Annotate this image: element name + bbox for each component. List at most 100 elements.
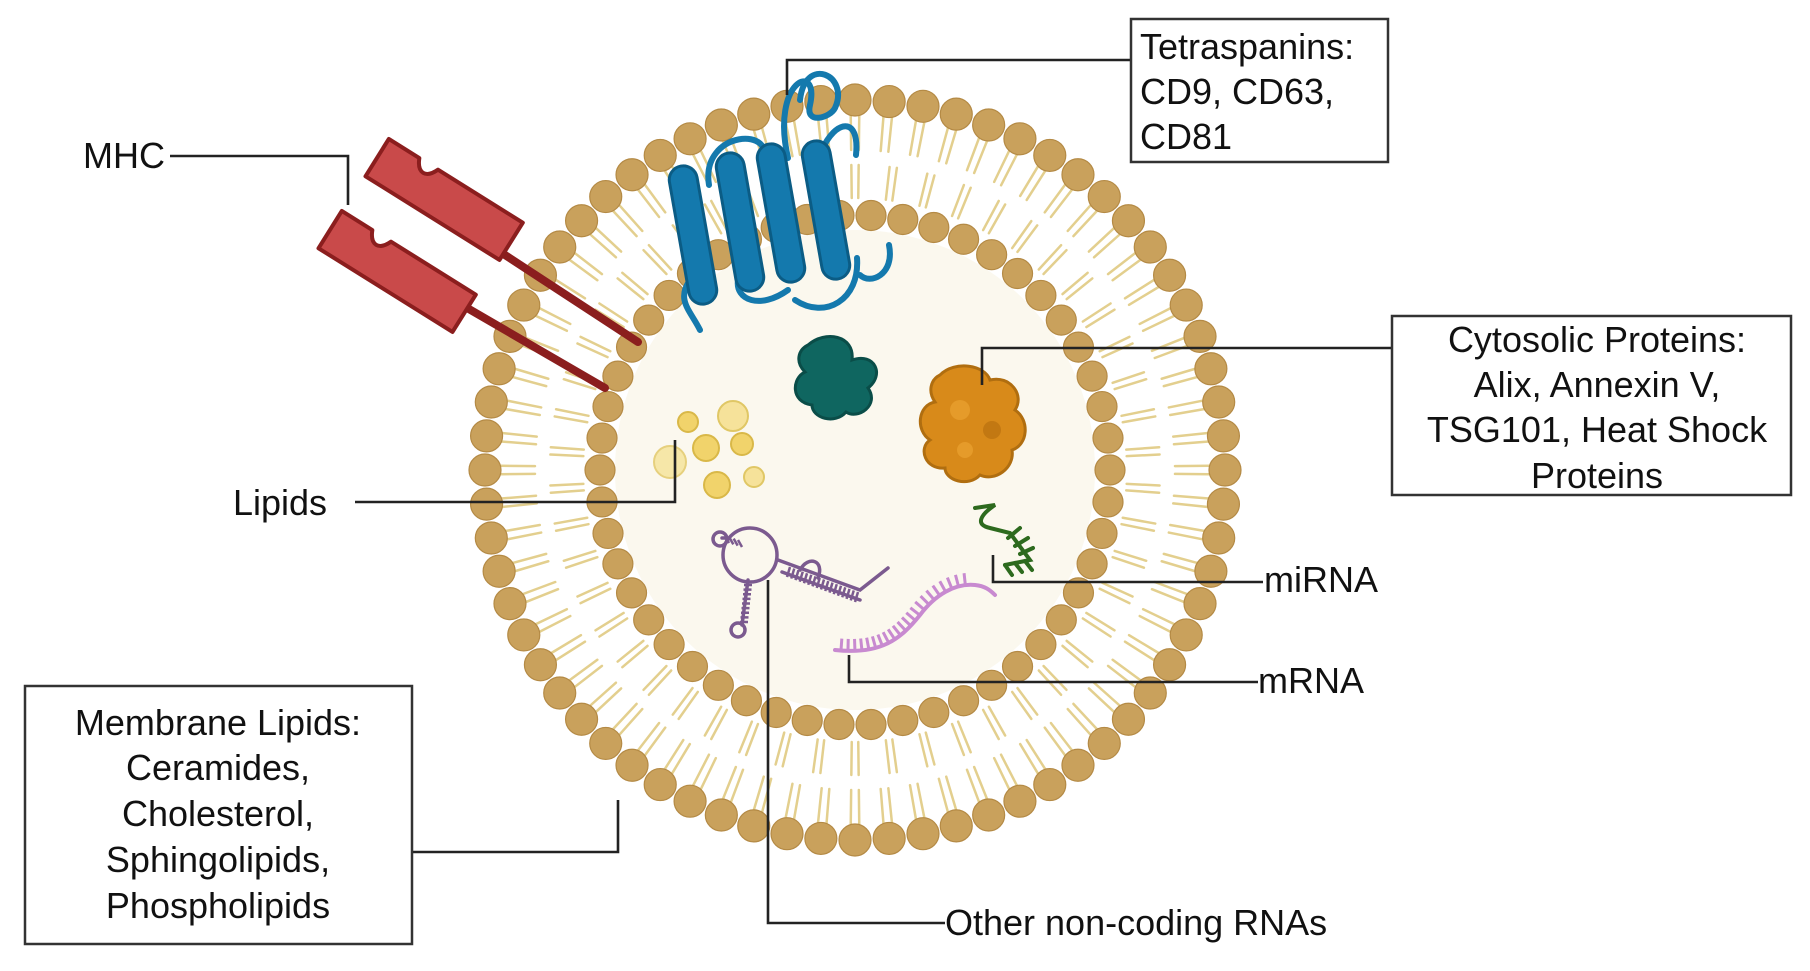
lipid-tail: [981, 708, 1000, 741]
lipid-tail: [670, 742, 692, 776]
lipid-tail: [811, 738, 819, 774]
lipid-tail: [576, 581, 609, 598]
lipid-tail: [1066, 203, 1093, 233]
lipid-tail: [916, 782, 926, 820]
membrane-lipids-line-3: Cholesterol,: [122, 793, 314, 834]
lipid-tail: [1043, 182, 1067, 214]
lipid-head: [1152, 258, 1187, 292]
lipid-tail: [908, 783, 918, 821]
mrna-base: [870, 635, 878, 649]
lipid-tail: [879, 114, 885, 153]
lipid-tail: [1138, 614, 1173, 634]
lipid-head: [838, 83, 872, 117]
lipid-tail: [965, 136, 981, 172]
lipid-tail: [553, 516, 589, 525]
lipid-tail: [554, 408, 590, 418]
lipid-head: [887, 704, 919, 737]
ncrna-base-pair: [790, 568, 796, 579]
lipid-head: [1202, 385, 1236, 419]
lipid-tail: [1153, 580, 1189, 596]
lipid-head: [1133, 230, 1167, 264]
lipid-tail: [999, 753, 1019, 788]
mrna-base: [865, 637, 871, 650]
tetraspanins-line-3: CD81: [1140, 116, 1232, 157]
lipid-tail: [760, 777, 773, 814]
cytosolic-line-2: Alix, Annexin V,: [1474, 364, 1721, 405]
mrna-base: [954, 574, 960, 587]
lipid-tail: [549, 445, 586, 451]
lipid-tail: [937, 126, 950, 163]
lipid-head: [1111, 702, 1146, 736]
lipid-head: [939, 97, 973, 131]
membrane-lipids-line-4: Sphingolipids,: [106, 839, 330, 880]
lipid-tail: [924, 731, 936, 766]
lipid-tail: [1125, 482, 1161, 487]
lipid-tail: [1121, 516, 1157, 525]
lipid-tail: [576, 342, 609, 359]
lipid-head: [493, 587, 527, 621]
lipid-tail: [573, 251, 604, 276]
lipid-tail: [594, 687, 623, 714]
lipid-head: [737, 809, 771, 843]
mrna-base: [925, 589, 936, 601]
ncrna-base-pair: [785, 566, 792, 578]
lipid-tail: [887, 115, 894, 153]
lipid-head: [1045, 304, 1077, 336]
cytosolic-line-4: Proteins: [1531, 455, 1663, 496]
lipid-head: [633, 304, 665, 336]
lipid-head: [602, 548, 634, 580]
lipid-tail: [504, 523, 542, 533]
lipid-tail: [1172, 440, 1211, 446]
leader-membrane-lipids: [412, 800, 620, 854]
lipid-tail: [1111, 658, 1143, 682]
lipid-tail: [1016, 224, 1039, 254]
lipid-droplet-icon: [653, 400, 765, 499]
lipid-tail: [956, 186, 972, 220]
leader-mrna: [847, 655, 1258, 684]
lipid-head: [592, 390, 624, 423]
lipid-head: [737, 97, 771, 131]
mrna-base: [905, 611, 917, 622]
lipid-tail: [1049, 721, 1074, 752]
label-mirna: miRNA: [1264, 559, 1378, 600]
lipid-tail: [816, 787, 823, 825]
lipid-tail: [611, 702, 638, 731]
lipid-tail: [1125, 453, 1161, 458]
lipid-head: [939, 809, 973, 843]
mrna-base: [839, 638, 844, 651]
lipid-tail: [1025, 738, 1047, 771]
lipid-tail: [642, 248, 668, 276]
ncrna-base-pair: [836, 585, 843, 597]
lipid-tail: [1061, 271, 1089, 296]
ncrna-base-pair: [798, 571, 804, 583]
lipid-head: [947, 223, 980, 255]
lipid-tail: [499, 494, 538, 500]
leader-lipids: [355, 440, 677, 504]
lipid-tail: [588, 232, 618, 259]
mrna-base: [886, 628, 897, 641]
lipid-head: [543, 676, 577, 710]
orange-protein-icon: [919, 364, 1027, 484]
lipid-head: [469, 419, 504, 453]
lipid-tail: [1085, 611, 1116, 632]
lipid-tail: [549, 633, 583, 655]
ncrna-base-pair: [802, 572, 809, 584]
lipid-tail: [588, 681, 618, 708]
lipid-tail: [617, 707, 644, 737]
tetraspanins-line-1: Tetraspanins:: [1140, 26, 1354, 67]
lipid-tail: [562, 549, 597, 563]
lipid-tail: [1162, 552, 1199, 565]
mrna-base: [859, 638, 864, 651]
lipid-head: [1076, 548, 1108, 580]
lipid-head: [702, 669, 734, 701]
lipid-head: [673, 784, 707, 818]
lipid-head: [1094, 454, 1126, 486]
lipid-head: [482, 352, 516, 386]
lipid-head: [653, 279, 685, 312]
lipid-tail: [992, 756, 1011, 791]
lipid-tail: [553, 415, 589, 424]
ncrna-base-pair: [807, 574, 813, 586]
lipid-head: [586, 422, 618, 454]
lipid-head: [730, 685, 763, 717]
membrane-lipids-box: [23, 684, 414, 946]
